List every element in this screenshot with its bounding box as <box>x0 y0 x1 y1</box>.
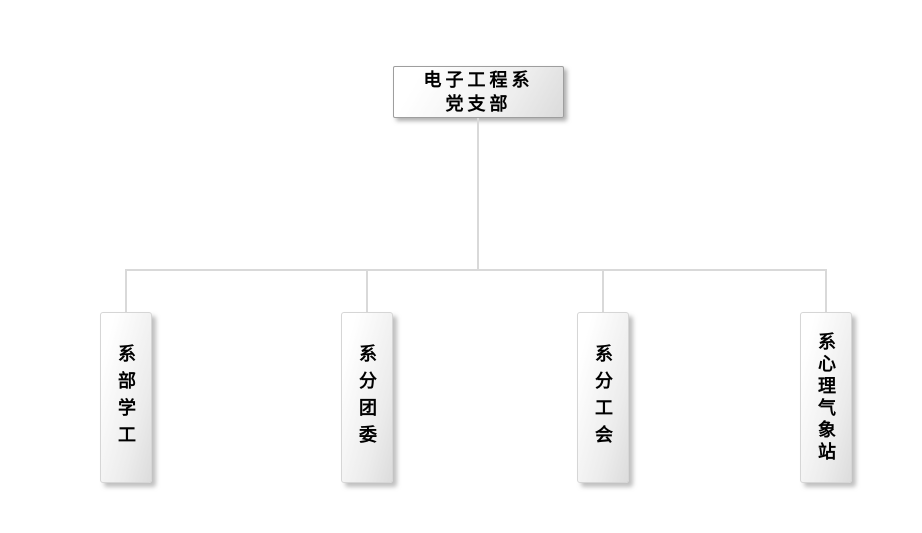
org-node-root-label-line2: 党支部 <box>445 94 512 114</box>
org-node-child-3-label: 系分工会 <box>593 343 613 452</box>
org-node-root: 电子工程系 党支部 <box>393 66 564 118</box>
org-node-child-2-label: 系分团委 <box>357 343 377 452</box>
connector-drop-child-1 <box>125 270 127 312</box>
org-node-root-label-line1: 电子工程系 <box>423 70 534 90</box>
org-node-child-1-label: 系部学工 <box>116 343 136 452</box>
org-node-child-3: 系分工会 <box>577 312 629 483</box>
connector-drop-child-4 <box>825 270 827 312</box>
connector-drop-child-2 <box>366 270 368 312</box>
org-node-child-4: 系心理气象站 <box>800 312 852 483</box>
org-node-child-4-label: 系心理气象站 <box>816 331 836 464</box>
connector-horizontal-bus <box>125 269 827 271</box>
org-node-child-2: 系分团委 <box>341 312 393 483</box>
connector-root-vertical <box>477 118 479 270</box>
org-node-child-1: 系部学工 <box>100 312 152 483</box>
connector-drop-child-3 <box>602 270 604 312</box>
